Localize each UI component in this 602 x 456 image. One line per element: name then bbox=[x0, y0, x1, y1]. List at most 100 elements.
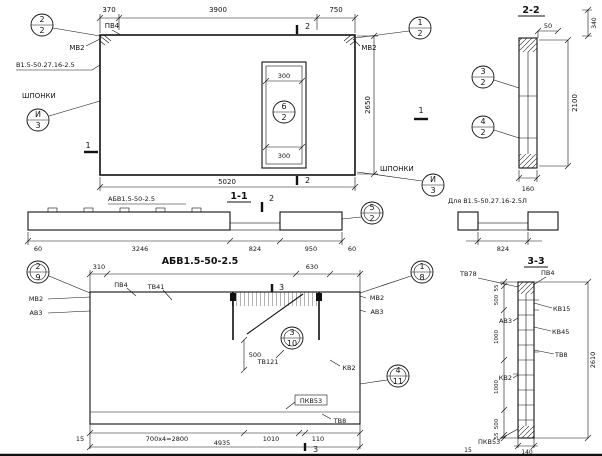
label-shponki-right: ШПОНКИ bbox=[380, 165, 414, 173]
dim-750: 750 bbox=[329, 6, 342, 14]
section-3-3: 3-3 ТВ78 ПВ4 КВ15 КВ45 ТВ8 АВ3 КВ2 55 50… bbox=[459, 256, 597, 456]
callout-3-2: 3 2 bbox=[471, 65, 520, 89]
label-pkv53-box bbox=[294, 394, 328, 406]
dim-chain-left bbox=[500, 278, 518, 442]
leader-av3-left bbox=[47, 310, 91, 314]
leader-tv8 bbox=[533, 349, 555, 355]
dim-line-right bbox=[357, 32, 378, 178]
panel-outline bbox=[99, 34, 356, 176]
dim-2100-line bbox=[539, 36, 572, 170]
key bbox=[119, 207, 130, 213]
leader-tv41 bbox=[162, 289, 173, 301]
callout-bottom: 8 bbox=[419, 273, 424, 282]
dim-1000-b: 1000 bbox=[494, 380, 500, 394]
hatch-bottom bbox=[519, 154, 537, 168]
callout-bottom: 2 bbox=[480, 128, 485, 137]
callout-top: 6 bbox=[281, 102, 286, 111]
dim-60-left: 60 bbox=[34, 245, 42, 253]
label-av3-right: АВ3 bbox=[370, 308, 383, 316]
callout-top: 2 bbox=[35, 262, 40, 271]
dim-total-line bbox=[86, 443, 364, 451]
label-kv2: КВ2 bbox=[499, 374, 512, 382]
section-2-label-bottom: 2 bbox=[305, 176, 310, 185]
bar-right bbox=[279, 211, 343, 231]
section-title: 2-2 bbox=[522, 5, 539, 16]
dim-340: 340 bbox=[591, 17, 598, 29]
fragment-bar-left bbox=[457, 211, 479, 231]
callout-divider-leader bbox=[31, 24, 101, 37]
dim-2100: 2100 bbox=[571, 94, 579, 112]
dim-1000-a: 1000 bbox=[494, 330, 500, 344]
callout-divider-leader bbox=[27, 271, 91, 294]
callout-3-10: 3 10 bbox=[280, 326, 304, 350]
leader-mv2-right bbox=[352, 38, 361, 47]
callout-divider-leader bbox=[472, 126, 520, 139]
dim-line-bottom bbox=[96, 177, 359, 191]
elevation-title: АБВ1.5-50-2.5 bbox=[162, 256, 239, 267]
door-opening-inner bbox=[265, 65, 303, 165]
callout-bottom: 2 bbox=[39, 26, 44, 35]
section-title: 3-3 bbox=[527, 256, 544, 267]
label-pv4: ПВ4 bbox=[114, 281, 127, 289]
fragment-dim-line bbox=[466, 232, 542, 245]
leader-tv8 bbox=[321, 413, 332, 420]
dim-500-bottom: 500 bbox=[494, 418, 500, 429]
dim-50: 50 bbox=[544, 22, 552, 30]
door-dim-bottom-line bbox=[262, 143, 306, 151]
callout-bottom: 2 bbox=[281, 113, 286, 122]
leader-pkv53 bbox=[497, 428, 519, 441]
dim-2650: 2650 bbox=[364, 96, 372, 114]
hatch-bottom bbox=[518, 426, 534, 438]
rebar-ticks bbox=[518, 294, 534, 426]
callout-bottom: 11 bbox=[393, 377, 403, 386]
dim-160-line bbox=[515, 170, 541, 182]
leader-av3-right bbox=[359, 309, 367, 313]
callout-bottom: 2 bbox=[480, 78, 485, 87]
callout-divider-leader bbox=[27, 100, 101, 121]
dim-824: 824 bbox=[249, 245, 261, 253]
callout-top: И bbox=[35, 110, 41, 119]
section-2-label: 2 bbox=[269, 194, 274, 203]
dim-340-line bbox=[582, 6, 592, 40]
label-tv8: ТВ8 bbox=[333, 417, 347, 425]
dim-line bbox=[24, 232, 346, 245]
dim-140-line bbox=[514, 438, 538, 450]
label-tv78: ТВ78 bbox=[459, 270, 477, 278]
hatch-top bbox=[518, 282, 534, 294]
label-kv2: КВ2 bbox=[342, 364, 355, 372]
dim-310: 310 bbox=[93, 263, 105, 271]
callout-2-9: 2 9 bbox=[26, 260, 91, 294]
dim-15: 15 bbox=[76, 435, 84, 443]
diagonal-bar bbox=[246, 293, 304, 335]
leader-pv4 bbox=[532, 276, 547, 286]
leader-pv4 bbox=[111, 29, 122, 36]
callout-top: И bbox=[430, 175, 436, 184]
label-av3-left: АВ3 bbox=[29, 309, 42, 317]
callout-divider-leader bbox=[356, 171, 444, 186]
dim-5020: 5020 bbox=[218, 178, 236, 186]
key bbox=[191, 207, 202, 213]
label-mv2-left: МВ2 bbox=[69, 44, 84, 52]
leader-pkv53 bbox=[285, 401, 296, 410]
leader-av3 bbox=[512, 317, 519, 322]
dim-370: 370 bbox=[102, 6, 115, 14]
callout-top: 3 bbox=[289, 328, 294, 337]
panel-mark-leader bbox=[16, 64, 101, 71]
dim-4935: 4935 bbox=[214, 439, 231, 447]
callout-divider-leader bbox=[359, 271, 433, 294]
rebar-hooks bbox=[513, 299, 539, 375]
label-av3: АВ3 bbox=[499, 317, 512, 325]
leader-tv78 bbox=[477, 277, 519, 288]
dim-700x4: 700х4=2800 bbox=[146, 435, 188, 443]
dim-950: 950 bbox=[305, 245, 317, 253]
fragment-label: Для В1.5-50.27.16-2.5Л bbox=[448, 197, 527, 205]
leader-kv2 bbox=[329, 359, 341, 367]
key bbox=[155, 207, 166, 213]
dim-140: 140 bbox=[521, 449, 533, 456]
dim-line-top bbox=[86, 270, 364, 292]
dim-ticks-top bbox=[96, 14, 359, 22]
callout-1-8: 1 8 bbox=[359, 260, 434, 294]
door-dim-top-line bbox=[262, 77, 306, 85]
mesh-outline bbox=[89, 291, 361, 425]
